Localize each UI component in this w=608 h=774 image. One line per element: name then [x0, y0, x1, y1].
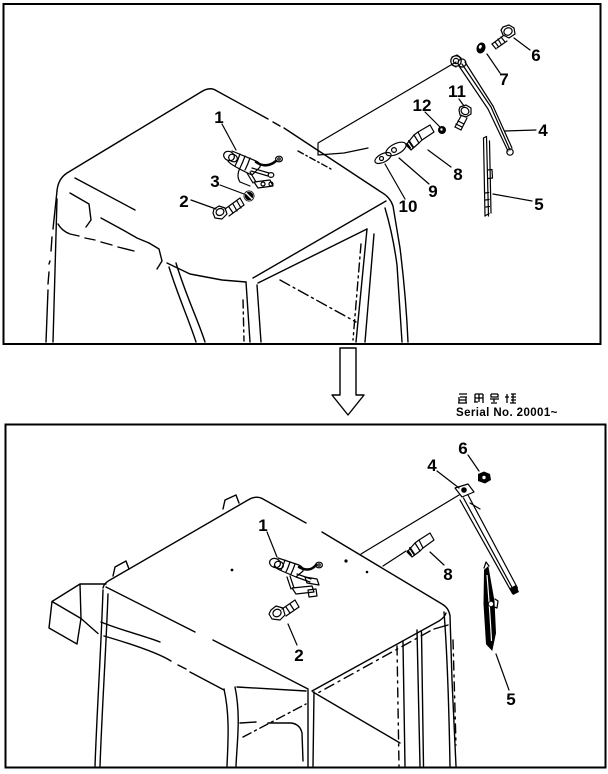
svg-text:9: 9	[428, 182, 437, 201]
svg-text:10: 10	[399, 197, 418, 216]
svg-text:4: 4	[427, 456, 437, 475]
svg-text:8: 8	[443, 565, 452, 584]
svg-text:4: 4	[538, 121, 548, 140]
svg-text:6: 6	[531, 46, 540, 65]
svg-text:3: 3	[210, 172, 219, 191]
svg-text:2: 2	[294, 646, 303, 665]
svg-text:6: 6	[458, 439, 467, 458]
svg-text:5: 5	[506, 690, 515, 709]
svg-text:1: 1	[214, 108, 223, 127]
svg-text:5: 5	[534, 195, 543, 214]
svg-text:1: 1	[258, 516, 267, 535]
svg-text:11: 11	[448, 82, 466, 101]
svg-text:12: 12	[413, 96, 432, 115]
svg-text:2: 2	[179, 192, 188, 211]
svg-text:8: 8	[453, 165, 462, 184]
svg-text:7: 7	[499, 70, 508, 89]
svg-text:Serial No. 20001~: Serial No. 20001~	[456, 407, 558, 419]
